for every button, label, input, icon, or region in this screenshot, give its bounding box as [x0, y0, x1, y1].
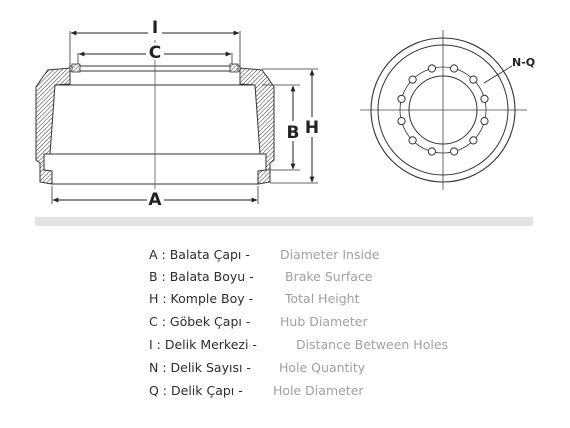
- legend-meaning: Distance Between Holes: [296, 337, 449, 352]
- bolt-hole: [450, 147, 459, 156]
- dimension-h-label: H: [305, 118, 319, 138]
- legend-meaning: Diameter Inside: [280, 247, 380, 262]
- legend-term: A : Balata Çapı -: [149, 247, 250, 262]
- legend-meaning: Hole Quantity: [279, 360, 366, 375]
- hub-boss-left: [71, 63, 81, 73]
- bolt-hole: [397, 117, 406, 126]
- bolt-hole: [408, 136, 417, 145]
- bolt-hole: [450, 64, 459, 73]
- legend-term: I : Delik Merkezi -: [149, 337, 257, 352]
- legend-term: H : Komple Boy -: [149, 291, 254, 306]
- legend-term: Q : Delik Çapı -: [149, 383, 243, 398]
- legend-row-b: B : Balata Boyu - Brake Surface: [149, 269, 372, 285]
- legend-meaning: Brake Surface: [285, 269, 373, 284]
- bolt-hole: [397, 94, 406, 104]
- dimension-a-label: A: [148, 190, 162, 210]
- legend-row-n: N : Delik Sayısı - Hole Quantity: [149, 360, 365, 376]
- hub-boss-right: [229, 63, 239, 73]
- bolt-hole: [408, 75, 417, 84]
- bolt-hole: [469, 75, 478, 84]
- section-divider: [35, 217, 533, 226]
- bolt-hole: [427, 147, 436, 156]
- bolt-hole: [469, 136, 478, 145]
- legend-term: N : Delik Sayısı -: [149, 360, 251, 375]
- drum-right-wall: [239, 67, 275, 185]
- drum-left-wall: [35, 67, 71, 185]
- legend-row-c: C : Göbek Çapı - Hub Diameter: [149, 314, 368, 330]
- legend-row-h: H : Komple Boy - Total Height: [149, 291, 360, 307]
- legend-term: B : Balata Boyu -: [149, 269, 254, 284]
- legend-term: C : Göbek Çapı -: [149, 314, 251, 329]
- dimension-c-label: C: [149, 43, 161, 63]
- bolt-circle: [399, 66, 487, 154]
- outer-rim-circle: [370, 37, 516, 183]
- bolt-hole: [480, 117, 489, 126]
- n-q-label: N-Q: [512, 56, 535, 69]
- legend-meaning: Hole Diameter: [273, 383, 364, 398]
- bolt-hole: [427, 64, 436, 73]
- legend-row-i: I : Delik Merkezi - Distance Between Hol…: [149, 337, 448, 353]
- legend-row-q: Q : Delik Çapı - Hole Diameter: [149, 383, 364, 399]
- legend-meaning: Total Height: [285, 291, 360, 306]
- legend-meaning: Hub Diameter: [280, 314, 368, 329]
- legend-row-a: A : Balata Çapı - Diameter Inside: [149, 247, 380, 263]
- n-q-leader-line: [483, 65, 513, 84]
- inner-rim-circle: [377, 44, 509, 176]
- technical-drawing: I C B H A: [35, 18, 535, 210]
- dimension-i-label: I: [152, 18, 158, 38]
- bolt-holes: [397, 64, 489, 156]
- side-view-drawing: I C B H A: [35, 18, 321, 210]
- dimension-b-label: B: [287, 123, 300, 143]
- front-view-drawing: N-Q: [360, 30, 535, 190]
- bolt-hole: [480, 94, 489, 104]
- center-bore-circle: [408, 75, 478, 145]
